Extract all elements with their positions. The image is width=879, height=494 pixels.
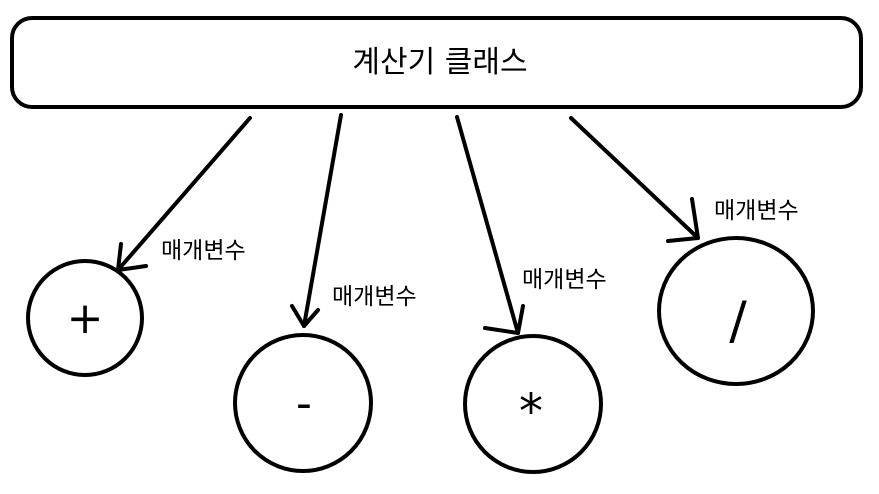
- arrow-divide: [569, 116, 700, 243]
- arrow-multiply-line: [455, 115, 520, 335]
- operator-multiply-circle: [463, 334, 603, 474]
- arrow-multiply: [455, 115, 525, 335]
- arrow-divide-line: [569, 116, 700, 240]
- operator-minus-circle: [233, 333, 373, 473]
- operator-plus: +: [26, 259, 144, 377]
- class-box-title: 계산기 클래스: [352, 45, 527, 80]
- param-label-minus: 매개변수: [332, 284, 417, 310]
- arrow-minus-head: [290, 304, 320, 328]
- operator-plus-symbol: +: [67, 293, 104, 344]
- operator-minus-symbol: -: [296, 378, 312, 429]
- operator-divide-symbol: /: [729, 291, 747, 351]
- arrow-minus: [290, 113, 343, 328]
- arrow-multiply-head: [483, 304, 525, 335]
- operator-minus: -: [233, 333, 373, 473]
- class-box-frame: [10, 16, 863, 109]
- operator-multiply-symbol: *: [519, 384, 543, 440]
- arrow-divide-head: [666, 197, 700, 243]
- arrow-minus-line: [302, 113, 343, 328]
- operator-plus-circle: [26, 259, 144, 377]
- param-label-multiply: 매개변수: [522, 267, 607, 293]
- operator-multiply: *: [463, 334, 603, 474]
- param-label-divide: 매개변수: [714, 198, 799, 224]
- arrow-plus-line: [116, 116, 252, 272]
- class-box: 계산기 클래스: [10, 16, 863, 109]
- operator-divide: /: [657, 236, 815, 386]
- operator-divide-circle: [657, 236, 815, 386]
- param-label-plus: 매개변수: [161, 238, 246, 264]
